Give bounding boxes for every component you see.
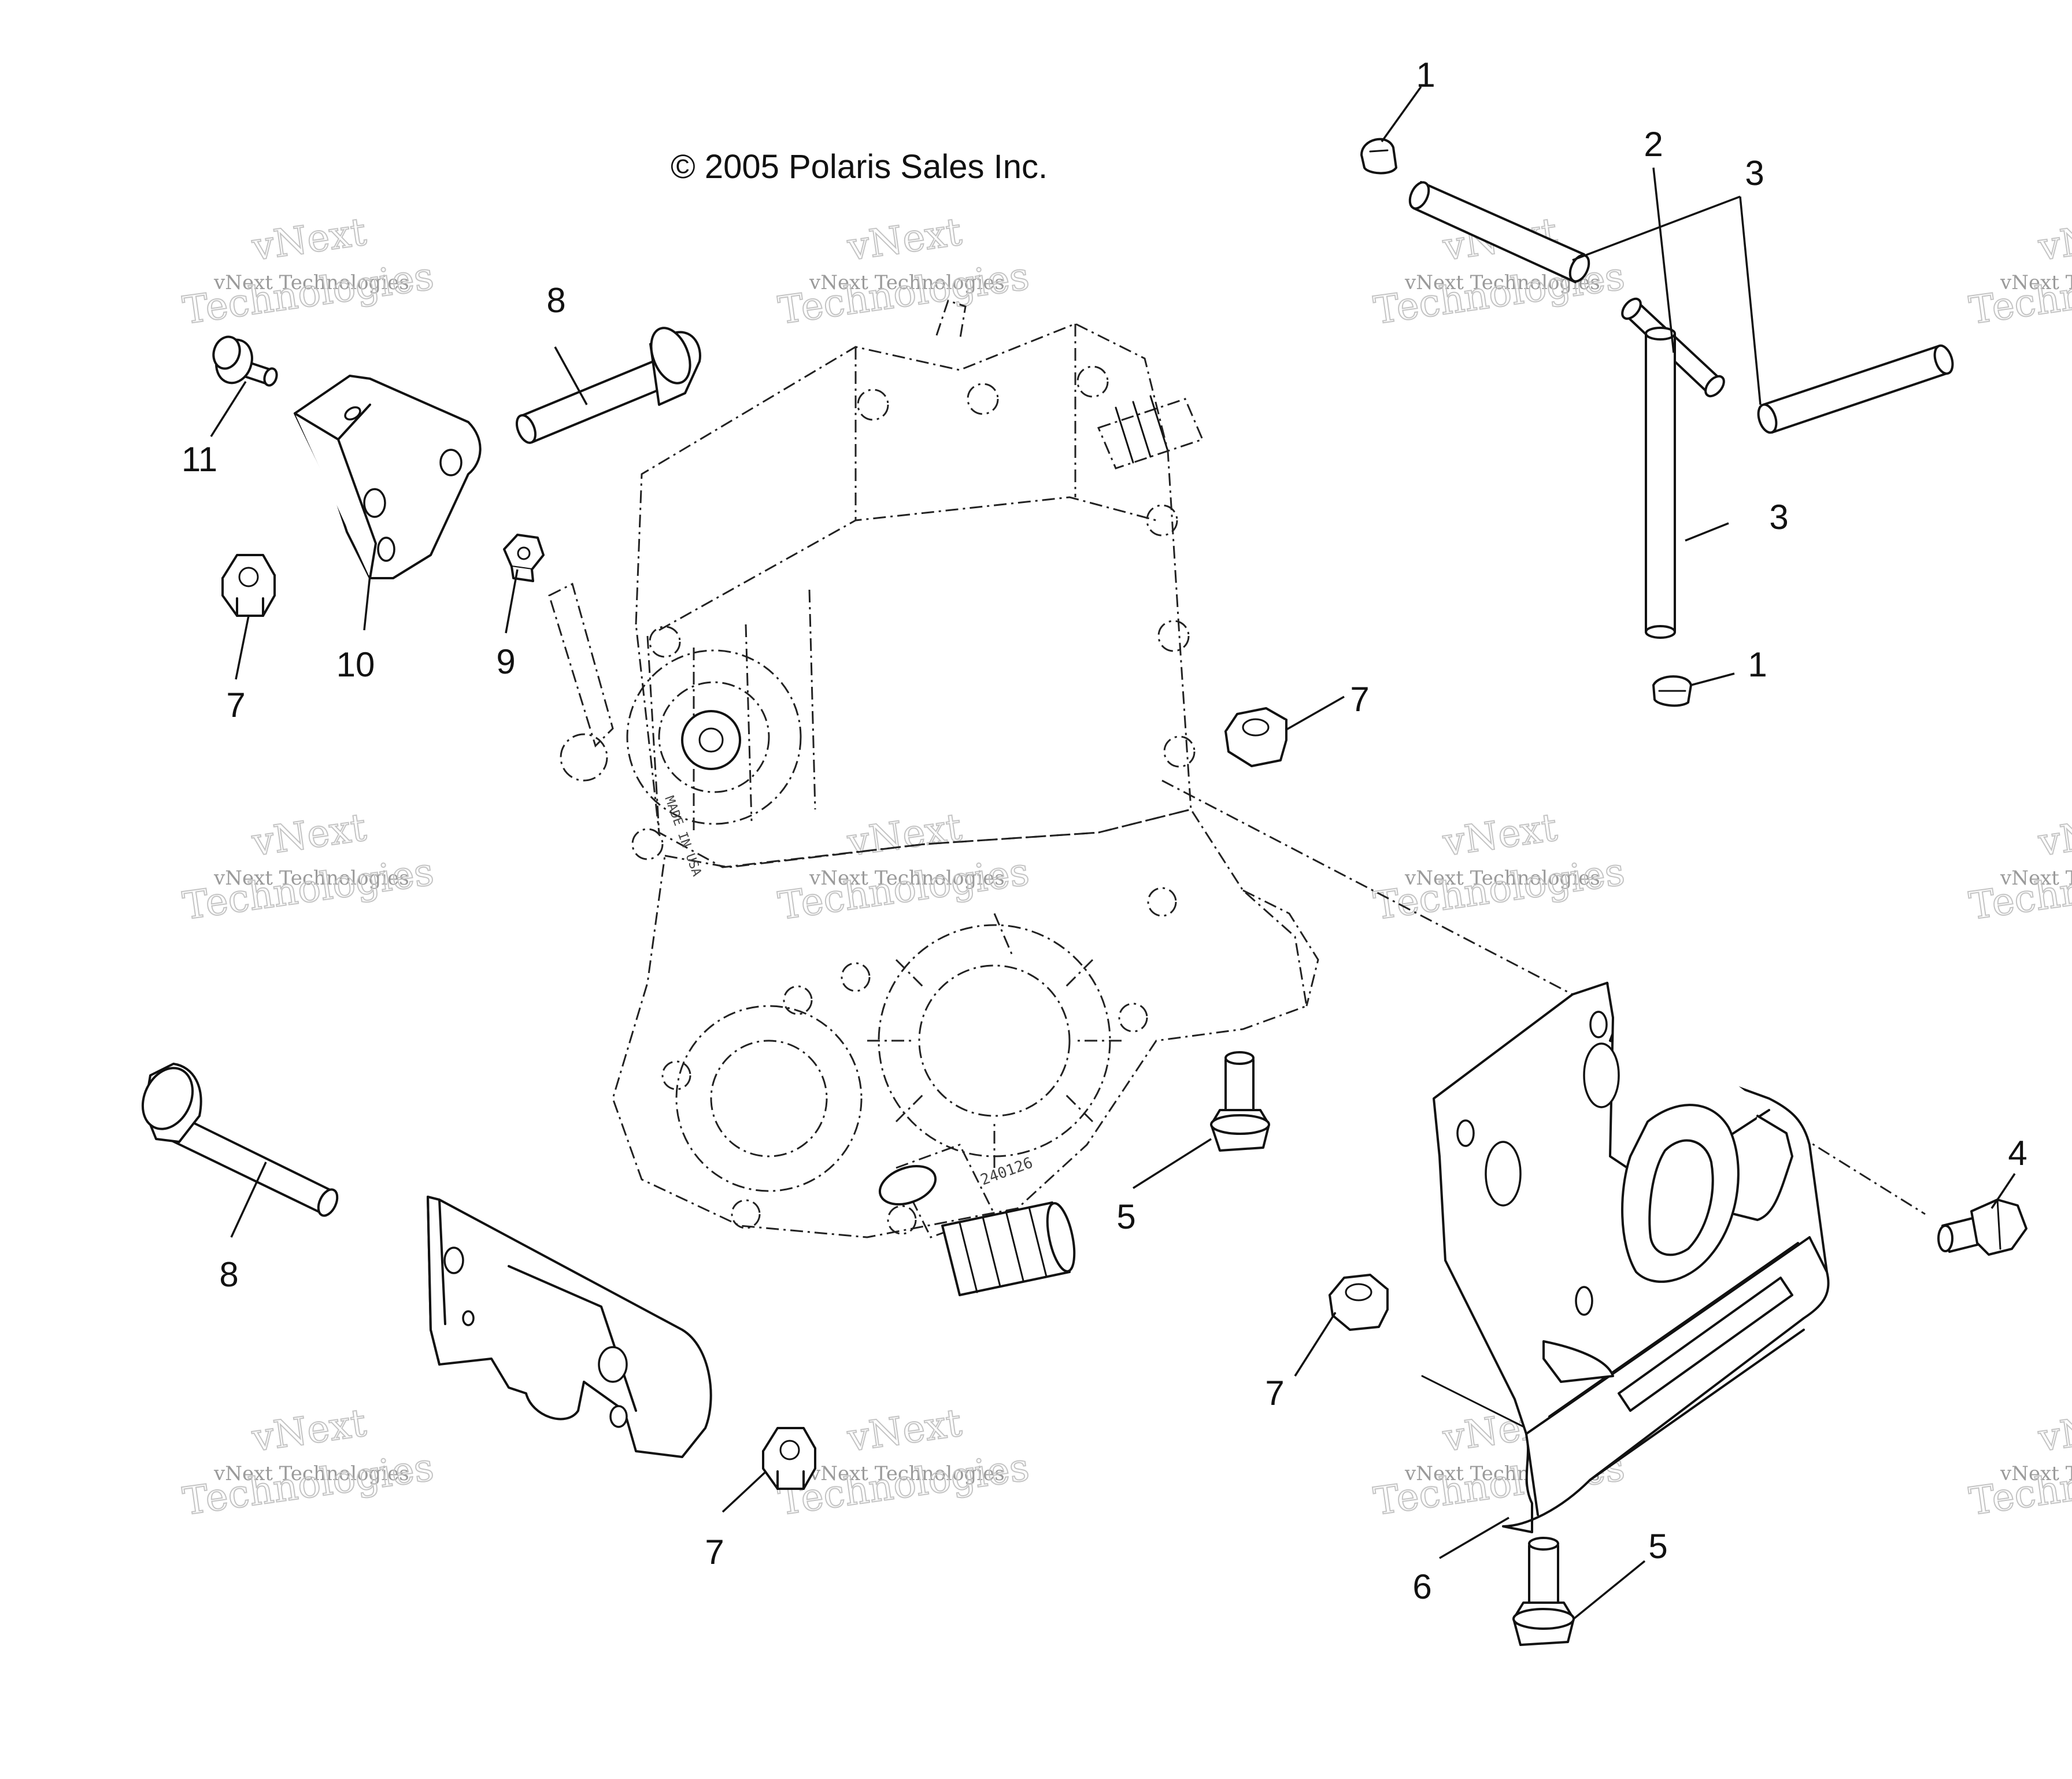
svg-text:vNext Technologies: vNext Technologies (2000, 867, 2072, 890)
watermark-12: vNext vNext Technologies Technologies (1966, 1400, 2072, 1525)
alignment-line-nut (1421, 1375, 1527, 1429)
svg-text:vNext: vNext (249, 805, 369, 865)
vent-hose-right (1757, 344, 1954, 434)
callout-4: 4 (2008, 1134, 2027, 1173)
long-bolt-lower (141, 1063, 339, 1217)
svg-text:vNext Technologies: vNext Technologies (213, 271, 409, 294)
watermark-1: vNext vNext Technologies Technologies (180, 209, 437, 334)
svg-text:vNext Technologies: vNext Technologies (213, 867, 409, 890)
callout-8-lower: 8 (219, 1255, 238, 1294)
svg-text:vNext: vNext (1440, 805, 1560, 865)
svg-text:Technologies: Technologies (180, 254, 436, 333)
hex-nut-left (221, 554, 276, 617)
flange-bolt-center (1210, 1051, 1270, 1152)
copyright-notice: © 2005 Polaris Sales Inc. (671, 148, 1048, 186)
svg-text:vNext: vNext (2036, 805, 2072, 865)
svg-text:Technologies: Technologies (776, 254, 1032, 333)
flange-bolt-right (1937, 1199, 2027, 1256)
callout-6: 6 (1412, 1567, 1431, 1606)
svg-text:vNext Technologies: vNext Technologies (2000, 1462, 2072, 1485)
svg-text:vNext Technologies: vNext Technologies (213, 1462, 409, 1485)
callout-7-center: 7 (1350, 680, 1369, 719)
svg-text:vNext: vNext (249, 1400, 369, 1460)
svg-text:vNext: vNext (249, 209, 369, 269)
vent-hose-upper (1408, 181, 1590, 283)
svg-text:vNext Technologies: vNext Technologies (809, 271, 1005, 294)
callout-2: 2 (1644, 125, 1663, 164)
watermark-4: vNext vNext Technologies Technologies (1966, 209, 2072, 334)
watermark-6: vNext vNext Technologies Technologies (775, 804, 1033, 929)
flange-bolt-small (212, 335, 278, 387)
callout-5-bottom: 5 (1648, 1527, 1667, 1566)
watermark-5: vNext vNext Technologies Technologies (180, 804, 437, 929)
callout-5-center: 5 (1116, 1197, 1135, 1236)
transmission-mount-plate (1433, 982, 1830, 1533)
callout-9: 9 (496, 642, 515, 681)
callout-1-upper: 1 (1416, 56, 1435, 94)
leader-lines (210, 86, 2016, 1620)
svg-text:vNext Technologies: vNext Technologies (2000, 271, 2072, 294)
callout-3-upper: 3 (1745, 154, 1764, 193)
hex-nut-small (503, 534, 545, 582)
svg-text:vNext: vNext (845, 805, 965, 865)
callout-7-left: 7 (226, 686, 245, 724)
svg-text:vNext Technologies: vNext Technologies (809, 1462, 1005, 1485)
callout-10: 10 (336, 645, 375, 684)
watermark-8: vNext vNext Technologies Technologies (1966, 804, 2072, 929)
svg-text:Technologies: Technologies (180, 849, 436, 929)
watermark-2: vNext vNext Technologies Technologies (775, 209, 1033, 334)
flange-bolt-bottom (1512, 1537, 1575, 1646)
hose-clamp-upper (1360, 138, 1397, 175)
watermark-9: vNext vNext Technologies Technologies (180, 1400, 437, 1525)
callout-11: 11 (182, 440, 217, 479)
svg-text:Technologies: Technologies (180, 1445, 436, 1524)
hose-clamp-lower (1652, 675, 1692, 707)
svg-text:Technologies: Technologies (776, 849, 1032, 929)
svg-text:MADE IN USA: MADE IN USA (661, 794, 704, 878)
svg-text:vNext Technologies: vNext Technologies (809, 867, 1005, 890)
transmission-assembly: MADE IN USA 240126 (548, 299, 1319, 1296)
svg-text:240126: 240126 (978, 1154, 1035, 1189)
callout-8-upper: 8 (546, 281, 565, 320)
hex-nut-bracket (1329, 1274, 1389, 1331)
long-bolt-upper (515, 327, 701, 444)
svg-text:vNext Technologies: vNext Technologies (1404, 867, 1600, 890)
hex-nut-bottom (762, 1427, 816, 1490)
hex-nut-center (1224, 707, 1287, 767)
svg-text:vNext: vNext (845, 209, 965, 269)
engine-mount-bracket-upper (294, 375, 482, 579)
vent-hose-vertical (1645, 327, 1676, 639)
svg-text:Technologies: Technologies (1371, 849, 1627, 929)
svg-text:vNext: vNext (2036, 1400, 2072, 1460)
svg-text:vNext: vNext (845, 1400, 965, 1460)
callout-7-bottom: 7 (705, 1533, 724, 1571)
callout-labels: 1 2 3 3 1 8 11 10 9 7 7 4 5 8 7 7 6 5 (182, 56, 2027, 1606)
engine-mount-bracket-lower (427, 1196, 712, 1458)
callout-7-bracket: 7 (1265, 1374, 1284, 1412)
callout-3-lower: 3 (1769, 498, 1788, 537)
callout-1-lower: 1 (1748, 645, 1767, 684)
svg-text:vNext: vNext (2036, 209, 2072, 269)
